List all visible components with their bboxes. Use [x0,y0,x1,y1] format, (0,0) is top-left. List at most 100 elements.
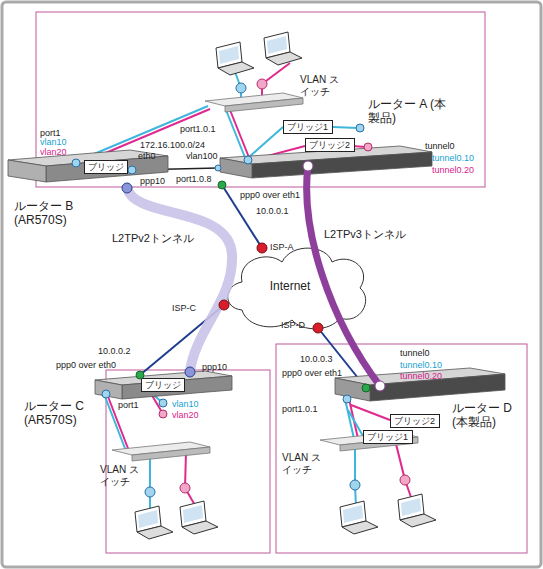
text-label: eth0 [138,151,156,161]
node-text: ブリッジ1 [287,122,328,132]
router-symbol [8,160,46,182]
ppp-endpoint [362,384,370,392]
text-label: ルーター A (本製品) [368,98,446,126]
router-symbol [95,380,122,399]
vlan-wire [395,440,405,480]
port-circle [128,166,136,174]
text-label: ppp0 over eth0 [56,360,116,370]
bridge-box: ブリッジ2 [305,138,355,152]
text-label: VLAN スイッチ [300,74,344,97]
text-label: vlan10 [172,399,199,409]
text-label: tunnel0.20 [432,165,474,175]
text-label: tunnel0 [425,141,455,151]
isp-dot [257,243,267,253]
text-label: ルーター B (AR570S) [14,200,92,228]
text-label: vlan100 [186,151,218,161]
text-label: L2TPv3トンネル [322,228,408,241]
bridge-box: ブリッジ [141,378,185,392]
port-circle [350,480,360,490]
laptop-symbol [180,501,218,534]
text-label: tunnel0.20 [400,371,442,381]
isp-dot [219,243,323,333]
vlan-switch-symbol [132,447,210,461]
vlan-wire [226,110,246,160]
vlan-switch-symbol [225,98,303,112]
node-text: ブリッジ [88,162,124,172]
text-label: 10.0.0.2 [98,346,131,356]
port-circle [356,124,364,132]
router-symbol [122,376,232,399]
port-circle [215,165,221,171]
port-circle [145,487,155,497]
cloud-outline [228,248,366,329]
text-label: ISP-D [281,320,305,330]
bridge-box: ブリッジ [84,160,128,174]
laptop-symbol [340,501,378,534]
tunnel-endpoint [375,381,385,391]
text-label: port1.0.1 [282,404,318,414]
ppp-wire [140,185,366,388]
text-label: port1 [40,128,61,138]
text-label: L2TPv2トンネル [110,232,196,245]
port-circle [180,483,190,493]
site-region [106,370,270,553]
ppp-endpoint [136,371,144,379]
router-symbol [335,378,370,401]
site-region [276,344,527,553]
port-circle [343,395,351,403]
text-label: ISP-A [270,242,294,252]
node-text: ブリッジ [145,380,181,390]
port-circle [72,79,410,497]
tunnel-endpoint [122,161,385,391]
bridge-box: ブリッジ2 [390,414,440,428]
text-label: ppp10 [202,362,227,372]
bridge-box: ブリッジ1 [283,120,333,134]
internet-cloud: Internet [222,240,372,332]
text-label: ppp0 over eth1 [240,190,300,200]
node-text: ブリッジ1 [367,432,408,442]
laptop-symbol [135,506,173,539]
l2tpv2-tunnel [127,188,232,372]
isp-dot [313,323,323,333]
port-circle [159,399,167,407]
vlan-wire [333,127,358,128]
text-label: 10.0.0.3 [300,354,333,364]
text-label: port1.0.8 [176,174,212,184]
router-symbol [8,146,505,401]
port-circle [236,83,246,93]
vlan-wire [230,110,250,160]
text-label: port1.0.1 [180,124,216,134]
text-label: vlan10 [40,137,67,147]
tunnel-endpoint [122,183,132,193]
vlan-switch-symbol [112,93,418,461]
laptop-symbol [264,32,302,65]
laptop-symbol [216,42,254,75]
text-label: vlan20 [172,410,199,420]
vlan-wire [354,448,356,485]
port-circle [244,156,252,164]
text-label: ルーター D (本製品) [452,402,530,430]
port-circle [159,410,167,418]
text-label: ルーター C (AR570S) [24,400,102,428]
port-circle [400,475,410,485]
port-circle [72,159,80,167]
text-label: vlan20 [40,147,67,157]
text-label: tunnel0.10 [432,153,474,163]
port-circle [102,390,110,398]
text-label: ISP-C [172,303,196,313]
node-text: ブリッジ2 [394,416,435,426]
vlan-wire [351,405,390,420]
bridge-box: ブリッジ1 [363,430,413,444]
site-region [36,12,485,187]
text-label: tunnel0.10 [400,360,442,370]
node-text: Internet [270,279,311,293]
l2tpv3-tunnel [307,166,380,386]
tunnel-endpoint [303,161,313,171]
port-circle [257,79,267,89]
vlan-wire [348,410,363,436]
text-label: VLAN スイッチ [282,452,326,475]
text-label: ppp10 [140,176,165,186]
laptop-symbol [398,494,436,527]
text-label: VLAN スイッチ [100,464,144,487]
